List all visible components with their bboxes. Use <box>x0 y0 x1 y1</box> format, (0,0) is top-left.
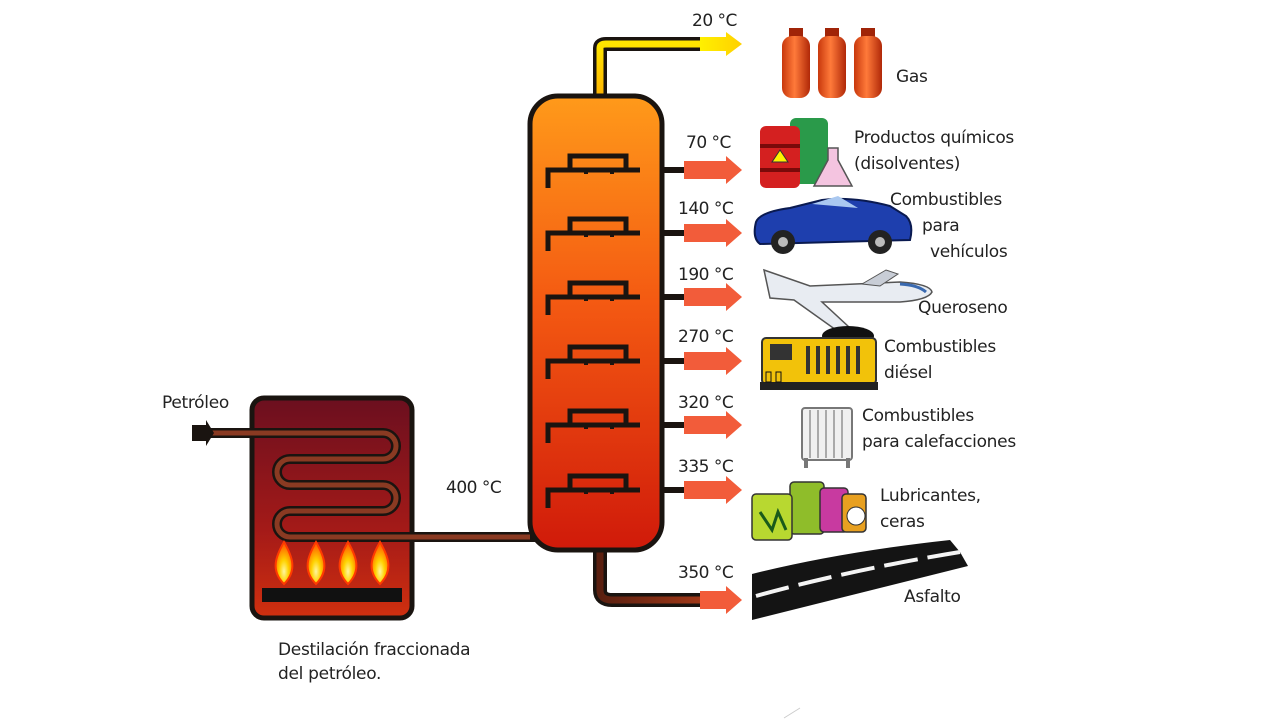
product-vehicle-fuel-line-1: Combustibles <box>890 190 1002 210</box>
temp-vehicle-fuel: 140 °C <box>678 199 734 219</box>
car-icon <box>753 196 913 254</box>
product-kerosene: Queroseno <box>918 298 1008 318</box>
output-arrow <box>660 476 742 504</box>
temp-chemicals: 70 °C <box>686 133 731 153</box>
output-arrow <box>660 283 742 311</box>
column-tray <box>545 344 640 379</box>
asphalt-output-arrow <box>700 586 742 614</box>
column-tray <box>545 280 640 315</box>
burner-bar <box>262 588 402 602</box>
product-heating-fuel-line-1: Combustibles <box>862 406 974 426</box>
divider-line <box>783 707 801 719</box>
product-chemicals-line-2: (disolventes) <box>854 154 961 174</box>
product-diesel: Combustibles diésel <box>884 334 996 386</box>
product-diesel-line-2: diésel <box>884 363 933 383</box>
temp-lubricants: 335 °C <box>678 457 734 477</box>
temp-heating-fuel: 320 °C <box>678 393 734 413</box>
product-lubricants-line-2: ceras <box>880 512 925 532</box>
product-heating-fuel-line-2: para calefacciones <box>862 432 1016 452</box>
furnace <box>192 395 540 621</box>
furnace-temp: 400 °C <box>446 478 502 498</box>
input-label: Petróleo <box>162 393 229 413</box>
product-heating-fuel: Combustibles para calefacciones <box>862 403 1016 455</box>
product-gas: Gas <box>896 67 928 87</box>
radiator-icon <box>801 407 853 468</box>
caption: Destilación fraccionada del petróleo. <box>278 638 471 686</box>
airplane-icon <box>762 268 933 331</box>
asphalt-road-icon <box>752 540 968 620</box>
output-arrow <box>660 219 742 247</box>
column-tray <box>545 216 640 251</box>
product-chemicals-line-1: Productos químicos <box>854 128 1014 148</box>
output-arrow <box>660 156 742 184</box>
output-arrow <box>660 411 742 439</box>
product-vehicle-fuel-line-3: vehículos <box>930 242 1008 262</box>
flames-icon <box>274 539 390 586</box>
output-arrows <box>660 32 742 614</box>
output-arrow <box>660 347 742 375</box>
product-vehicle-fuel-line-2: para <box>922 216 960 236</box>
input-arrow-icon <box>192 420 214 446</box>
caption-line-1: Destilación fraccionada <box>278 640 471 660</box>
column-tray <box>545 473 640 508</box>
fractionating-column <box>527 37 700 607</box>
locomotive-icon <box>760 326 878 390</box>
caption-line-2: del petróleo. <box>278 664 382 684</box>
temp-diesel: 270 °C <box>678 327 734 347</box>
column-trays <box>545 153 640 508</box>
column-tray <box>545 408 640 443</box>
temp-asphalt: 350 °C <box>678 563 734 583</box>
product-lubricants: Lubricantes, ceras <box>880 483 981 535</box>
temp-gas: 20 °C <box>692 11 737 31</box>
product-asphalt: Asfalto <box>904 587 961 607</box>
chemical-drums-icon <box>760 118 854 188</box>
gas-cylinders-icon <box>782 28 882 98</box>
oil-cans-icon <box>751 481 867 541</box>
product-chemicals: Productos químicos (disolventes) <box>854 125 1014 177</box>
product-diesel-line-1: Combustibles <box>884 337 996 357</box>
product-vehicle-fuel: Combustibles para vehículos <box>890 187 1008 265</box>
temp-kerosene: 190 °C <box>678 265 734 285</box>
product-lubricants-line-1: Lubricantes, <box>880 486 981 506</box>
gas-output-arrow <box>700 32 742 56</box>
column-tray <box>545 153 640 188</box>
